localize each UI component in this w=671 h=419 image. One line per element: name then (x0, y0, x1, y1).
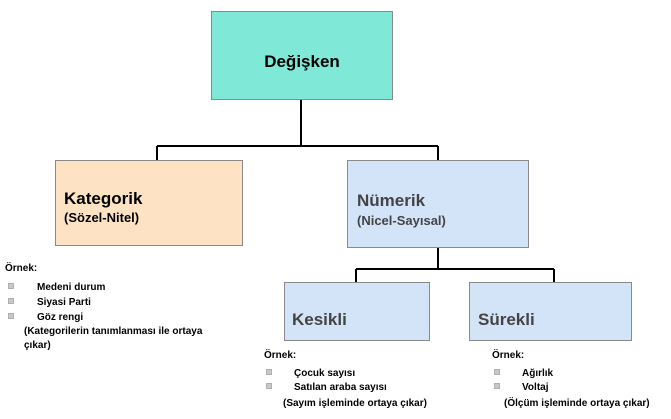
bullet-icon (266, 369, 272, 375)
bullet-icon (266, 383, 272, 389)
categorical-example-item: Medeni durum (37, 282, 106, 293)
continuous-example-item: Voltaj (522, 382, 549, 393)
continuous-node (469, 282, 632, 341)
categorical-node (55, 160, 243, 246)
categorical-note: (Kategorilerin tanımlanması ile ortaya (24, 326, 203, 337)
bullet-icon (494, 383, 500, 389)
continuous-example-label: Örnek: (492, 350, 525, 361)
categorical-title: Kategorik (64, 189, 143, 208)
categorical-example-item: Göz rengi (37, 312, 84, 323)
numeric-subtitle: (Nicel-Sayısal) (357, 213, 446, 228)
bullet-icon (494, 369, 500, 375)
numeric-node (347, 160, 529, 248)
bullet-icon (8, 283, 14, 289)
root-node (211, 11, 393, 100)
root-label: Değişken (264, 52, 340, 71)
bullet-icon (8, 313, 14, 319)
continuous-example-item: Ağırlık (522, 368, 554, 379)
discrete-example-item: Satılan araba sayısı (294, 382, 387, 393)
discrete-title: Kesikli (292, 310, 347, 329)
discrete-example-label: Örnek: (264, 350, 297, 361)
discrete-node (284, 282, 430, 341)
continuous-note: (Ölçüm işleminde ortaya çıkar) (504, 398, 650, 409)
discrete-example-item: Çocuk sayısı (294, 368, 356, 379)
categorical-subtitle: (Sözel-Nitel) (64, 210, 140, 225)
continuous-title: Sürekli (478, 310, 535, 329)
discrete-note: (Sayım işleminde ortaya çıkar) (283, 398, 427, 409)
categorical-example-label: Örnek: (5, 263, 38, 274)
categorical-note: çıkar) (24, 340, 51, 351)
numeric-title: Nümerik (357, 191, 426, 210)
bullet-icon (8, 298, 14, 304)
categorical-example-item: Siyasi Parti (37, 297, 91, 308)
